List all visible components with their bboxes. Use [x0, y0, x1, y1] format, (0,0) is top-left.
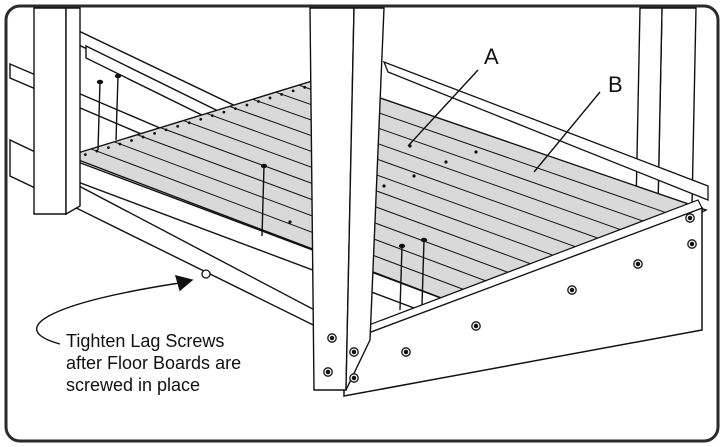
leader-line-a	[407, 69, 479, 147]
bolt-center	[329, 335, 335, 341]
screw-hole	[210, 114, 214, 118]
screw-hole	[234, 107, 237, 110]
screw	[115, 75, 119, 141]
screw	[261, 165, 265, 237]
board-seam	[229, 105, 630, 250]
back-rail-right	[382, 60, 709, 201]
screw-hole	[222, 110, 226, 114]
center-post	[309, 7, 385, 391]
screw-head	[114, 73, 122, 79]
screw-hole	[107, 146, 110, 149]
screw-hole	[280, 93, 283, 96]
bolt-center	[351, 375, 357, 381]
screw-hole	[130, 139, 133, 142]
front-posts-left	[33, 7, 81, 216]
diagram-frame	[4, 4, 720, 443]
board-label-b: B	[608, 72, 623, 97]
screw-hole	[141, 135, 145, 139]
screw-hole	[291, 89, 295, 93]
screw-hole	[474, 150, 478, 154]
screw	[97, 81, 101, 151]
board-label-a: A	[484, 44, 499, 69]
screw-hole	[444, 160, 448, 164]
screw-hole	[268, 96, 272, 100]
screw-hole	[118, 142, 122, 146]
leader-lines	[36, 69, 601, 345]
screw-hole	[83, 153, 87, 157]
screw-hole	[288, 220, 292, 224]
note-arrowhead	[174, 275, 194, 292]
bolt-center	[473, 323, 479, 329]
screw-head	[398, 243, 406, 249]
screws	[96, 73, 428, 311]
screw-head	[96, 79, 104, 85]
screw-hole	[187, 121, 191, 125]
screw-hole	[164, 128, 168, 132]
bolt-center	[325, 369, 331, 375]
bolt-center	[351, 349, 357, 355]
lag-screw-hole	[201, 269, 211, 279]
screw-hole	[245, 103, 249, 107]
screw-hole	[382, 184, 386, 188]
screw-head	[420, 237, 428, 243]
leader-line-b	[533, 91, 601, 173]
back-posts-right	[635, 7, 697, 207]
bolt-center	[635, 261, 641, 267]
screw-hole	[303, 85, 307, 89]
bolt-center	[687, 215, 693, 221]
bolt-center	[569, 287, 575, 293]
screw	[399, 245, 403, 311]
instruction-note: Tighten Lag Screws after Floor Boards ar…	[66, 330, 316, 396]
note-leader	[36, 281, 187, 345]
screw-hole	[176, 124, 180, 128]
instruction-note-line: after Floor Boards are	[66, 353, 242, 373]
screw-hole	[199, 117, 203, 121]
board-seam	[183, 120, 591, 270]
screw-hole	[257, 100, 260, 103]
beam-bolts	[323, 213, 697, 383]
screw	[421, 239, 425, 306]
board-seam	[206, 112, 610, 260]
screw-head	[260, 163, 268, 169]
bolt-center	[689, 241, 695, 247]
board-seam	[90, 148, 514, 309]
screw-hole	[412, 174, 416, 178]
screw-hole	[95, 149, 99, 153]
instruction-note-line: Tighten Lag Screws	[66, 331, 225, 351]
screw-hole	[153, 132, 156, 135]
instruction-note-line: screwed in place	[66, 375, 201, 395]
bolt-center	[403, 349, 409, 355]
